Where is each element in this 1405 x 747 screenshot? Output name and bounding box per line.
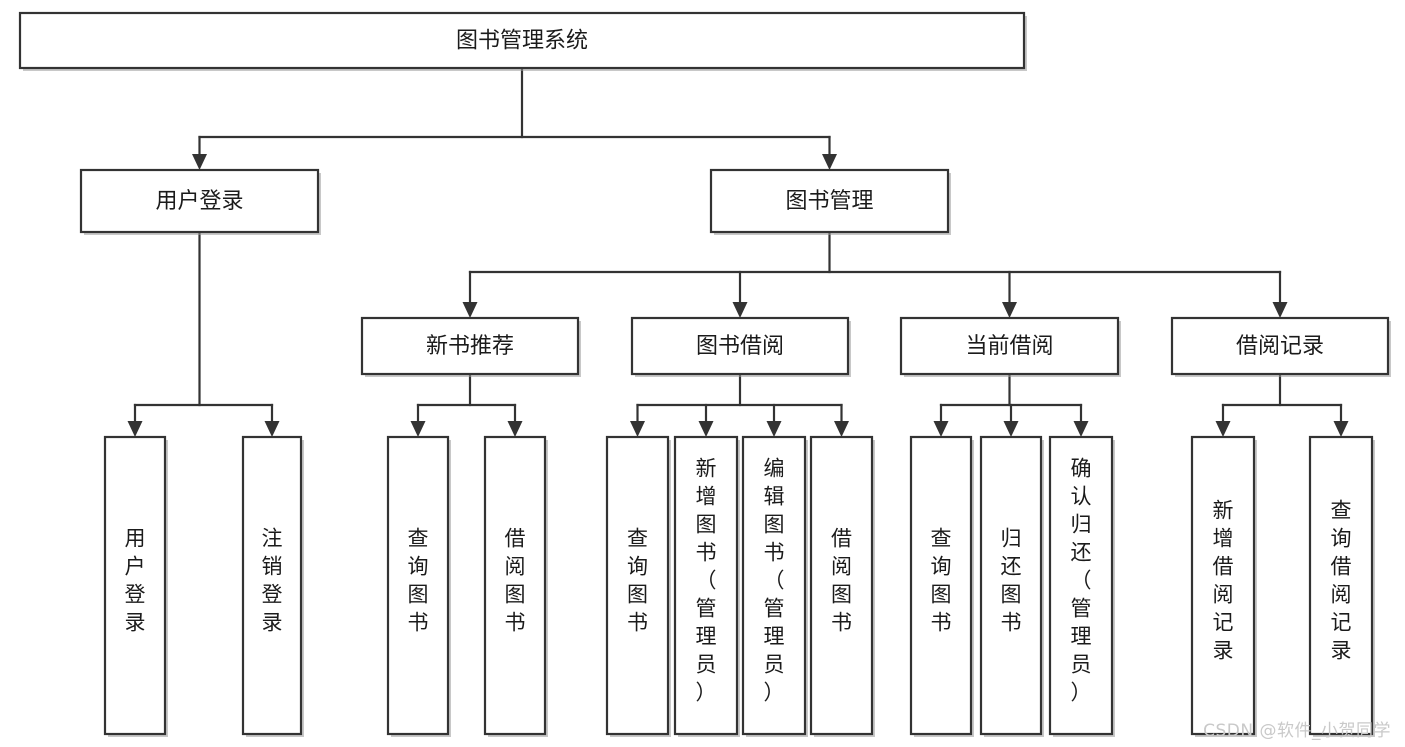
node-rect [1190,435,1256,736]
arrow-head-icon [192,154,207,170]
node-leaf-borrow-book[interactable]: 借阅图书 [809,435,875,737]
node-leaf-query-book-current[interactable]: 查询图书 [909,435,974,737]
arrow-head-icon [1272,302,1288,318]
node-label: 用户登录 [155,189,243,214]
node-label: 查询图书 [627,527,648,635]
node-rect [18,11,1026,70]
arrow-head-icon [1073,421,1089,437]
node-label: 图书借阅 [696,334,784,359]
node-rect [103,435,167,736]
arrow-head-icon [264,421,280,437]
node-rect [909,435,973,736]
node-label: 查询借阅记录 [1331,499,1352,663]
arrow-head-icon [630,421,645,437]
nodes-layer: 图书管理系统用户登录图书管理新书推荐图书借阅当前借阅借阅记录用户登录注销登录查询… [18,11,1391,737]
node-rect [386,435,450,736]
arrow-head-icon [410,421,426,437]
node-label: 借阅图书 [505,527,526,635]
node-root[interactable]: 图书管理系统 [18,11,1027,71]
arrow-head-icon [933,421,949,437]
node-label: 查询图书 [408,527,429,635]
node-rect [979,435,1043,736]
node-label: 用户登录 [125,527,146,635]
node-leaf-add-borrow-record[interactable]: 新增借阅记录 [1190,435,1257,737]
arrow-head-icon [822,154,837,170]
node-leaf-logout[interactable]: 注销登录 [241,435,304,737]
node-leaf-add-book-admin[interactable]: 新增图书（管理员） [673,435,740,737]
node-label: 归还图书 [1001,527,1022,635]
node-rect [630,316,850,376]
node-rect [1308,435,1374,736]
node-label: 编辑图书（管理员） [764,457,785,705]
node-rect [360,316,580,376]
node-label: 当前借阅 [965,334,1053,359]
arrow-head-icon [1333,421,1349,437]
node-label: 新增图书（管理员） [696,457,717,705]
node-rect [241,435,303,736]
node-leaf-edit-book-admin[interactable]: 编辑图书（管理员） [741,435,808,737]
node-borrow-record[interactable]: 借阅记录 [1170,316,1391,377]
arrow-head-icon [1002,302,1017,318]
node-leaf-query-book-borrow[interactable]: 查询图书 [605,435,671,737]
arrow-head-icon [127,421,143,437]
node-label: 借阅图书 [831,527,852,635]
arrow-head-icon [507,421,523,437]
arrow-head-icon [766,421,782,437]
node-label: 注销登录 [262,527,283,635]
node-rect [1048,435,1114,736]
node-label: 借阅记录 [1236,334,1324,359]
node-rect [741,435,807,736]
arrow-head-icon [462,302,478,318]
node-rect [605,435,670,736]
node-rect [483,435,547,736]
node-rect [899,316,1120,376]
arrow-head-icon [834,421,849,437]
node-leaf-query-book-recommend[interactable]: 查询图书 [386,435,451,737]
node-current-borrow[interactable]: 当前借阅 [899,316,1121,377]
arrow-head-icon [698,421,714,437]
node-rect [673,435,739,736]
node-book-management[interactable]: 图书管理 [709,168,951,235]
node-label: 图书管理系统 [456,29,588,54]
arrow-head-icon [1215,421,1231,437]
connectors-layer [127,66,1349,437]
node-leaf-query-borrow-record[interactable]: 查询借阅记录 [1308,435,1375,737]
node-rect [1170,316,1390,376]
node-leaf-borrow-book-recommend[interactable]: 借阅图书 [483,435,548,737]
arrow-head-icon [732,302,748,318]
node-label: 查询图书 [931,527,952,635]
node-label: 图书管理 [785,189,873,214]
node-rect [809,435,874,736]
node-leaf-confirm-return-admin[interactable]: 确认归还（管理员） [1048,435,1115,737]
node-leaf-return-book[interactable]: 归还图书 [979,435,1044,737]
node-label: 确认归还（管理员） [1071,457,1092,705]
node-leaf-user-login[interactable]: 用户登录 [103,435,168,737]
node-label: 新书推荐 [426,334,514,359]
node-rect [709,168,950,234]
node-label: 新增借阅记录 [1213,499,1234,663]
node-book-borrow[interactable]: 图书借阅 [630,316,851,377]
node-new-book-recommend[interactable]: 新书推荐 [360,316,581,377]
node-rect [79,168,320,234]
node-user-login[interactable]: 用户登录 [79,168,321,235]
arrow-head-icon [1003,421,1019,437]
watermark-text: CSDN @软件_小贺同学 [1203,721,1391,741]
